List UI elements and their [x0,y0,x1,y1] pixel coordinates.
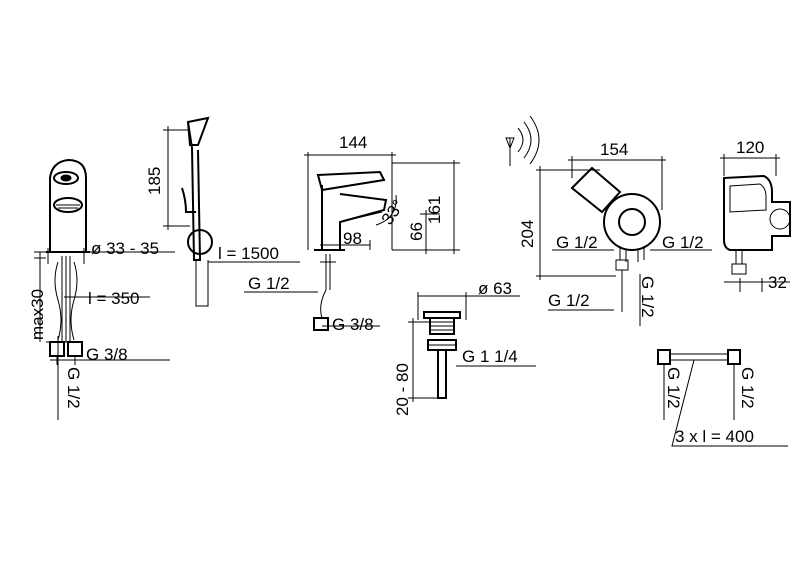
dim-height-20-80: 20 - 80 [393,363,412,416]
thread-g12-b: G 1/2 [662,233,704,252]
thread-g38-left: G 3/8 [86,345,128,364]
dim-height-204: 204 [518,220,537,248]
dim-length-350: l = 350 [88,289,140,308]
faucet-left [46,158,90,365]
electronic-faucet-side [723,174,791,275]
dim-width-32: 32 [768,273,787,292]
faucet-basin-mixer [313,170,388,331]
connection-hose: G 1/2 G 1/2 3 x l = 400 [657,349,788,447]
thread-g12-mid: G 1/2 [248,274,290,293]
electronic-faucet [570,166,661,271]
thread-g12-a: G 1/2 [556,233,598,252]
dim-width-120: 120 [736,138,764,157]
thread-g12-left: G 1/2 [64,367,83,409]
wireless-signal-icon [505,115,540,166]
dim-height-66: 66 [407,222,426,241]
thread-g38-mid: G 3/8 [332,315,374,334]
hand-shower [181,116,213,307]
dim-max30: max30 [28,289,47,340]
hand-shower-dimensions: 185 l = 1500 [145,126,300,263]
electronic-faucet-side-dimensions: 120 32 [720,138,790,292]
dim-width-98: 98 [343,229,362,248]
thread-g12-f: G 1/2 [738,367,757,409]
drain-waste-dimensions: ø 63 20 - 80 G 1 1/4 [393,279,536,416]
dim-length-1500: l = 1500 [218,244,279,263]
dim-angle-33: 33° [378,196,408,228]
faucet-basin-mixer-dimensions: 144 33° 161 98 66 G 1/2 G 3/8 [244,133,460,334]
dim-width-154: 154 [600,140,628,159]
thread-g1-1-4: G 1 1/4 [462,347,518,366]
dim-diameter-63: ø 63 [478,279,512,298]
drain-waste [423,311,461,399]
dim-height-185: 185 [145,167,164,195]
thread-g12-c: G 1/2 [548,291,590,310]
dim-width-144: 144 [339,133,367,152]
thread-g12-d: G 1/2 [638,276,657,318]
thread-g12-e: G 1/2 [664,367,683,409]
electronic-faucet-dimensions: 154 204 G 1/2 G 1/2 G 1/2 G 1/2 [518,140,712,326]
faucet-left-dimensions: ø 33 - 35 max30 l = 350 G 3/8 G 1/2 [28,239,175,420]
dim-height-161: 161 [425,196,444,224]
dim-diameter-33-35: ø 33 - 35 [91,239,159,258]
dim-hoses-3x-400: 3 x l = 400 [675,427,754,446]
